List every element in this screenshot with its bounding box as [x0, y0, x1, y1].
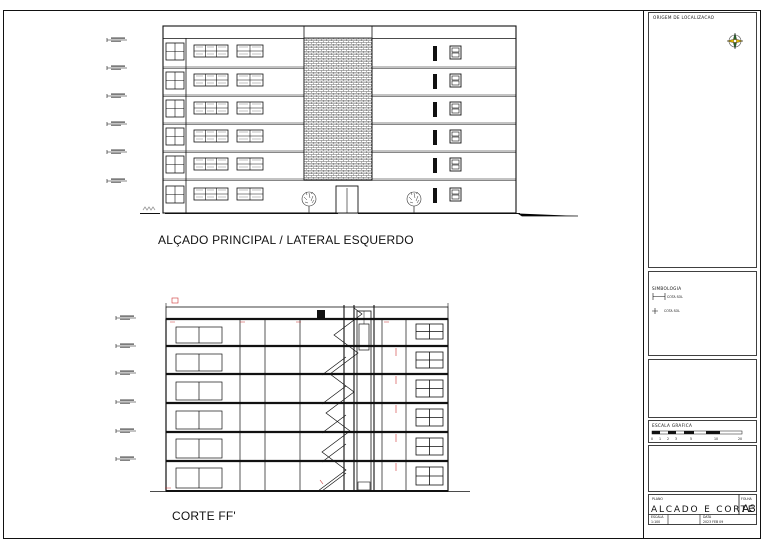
location-header: ORIGEM DE LOCALIZACAO	[653, 15, 715, 20]
svg-text:3: 3	[675, 437, 677, 441]
svg-text:10: 10	[714, 437, 718, 441]
svg-text:2: 2	[667, 437, 669, 441]
elevator-shaft	[356, 310, 372, 492]
section-title: CORTE FF'	[172, 509, 236, 523]
section-right-windows	[415, 323, 444, 486]
scale-value: 1:100	[651, 520, 660, 524]
north-arrow-icon	[726, 32, 744, 50]
sheet-label: FOLHA	[741, 497, 753, 501]
svg-text:5: 5	[690, 437, 692, 441]
elevation-drawing: ALÇADO PRINCIPAL / LATERAL ESQUERDO	[106, 25, 578, 247]
scale-bar	[651, 430, 743, 435]
elevation-title: ALÇADO PRINCIPAL / LATERAL ESQUERDO	[158, 233, 414, 247]
svg-text:1: 1	[659, 437, 661, 441]
section-drawing: CORTE FF'	[115, 297, 470, 523]
drawing-area-border	[3, 10, 644, 539]
plan-title: ALCADO E CORTE	[651, 505, 755, 515]
legend-header: SIMBOLOGIA	[652, 286, 681, 291]
legend-item-1: COTA SOL	[667, 295, 683, 299]
scale-header: ESCALA GRAFICA	[652, 423, 692, 428]
title-block: ORIGEM DE LOCALIZACAO SIMBOLOGIA COTA SO…	[648, 12, 757, 525]
legend-item-2: COTA SOL	[664, 309, 680, 313]
sheet-value: A3	[742, 503, 755, 515]
elevation-openings	[165, 42, 462, 204]
svg-text:0: 0	[651, 437, 653, 441]
date-value: 2023 FEB 09	[703, 520, 723, 524]
scale-label: ESCALA	[651, 515, 664, 519]
date-label: DATA	[703, 515, 712, 519]
plan-label: PLANO	[652, 497, 663, 501]
stair	[317, 307, 363, 492]
svg-text:20: 20	[738, 437, 742, 441]
